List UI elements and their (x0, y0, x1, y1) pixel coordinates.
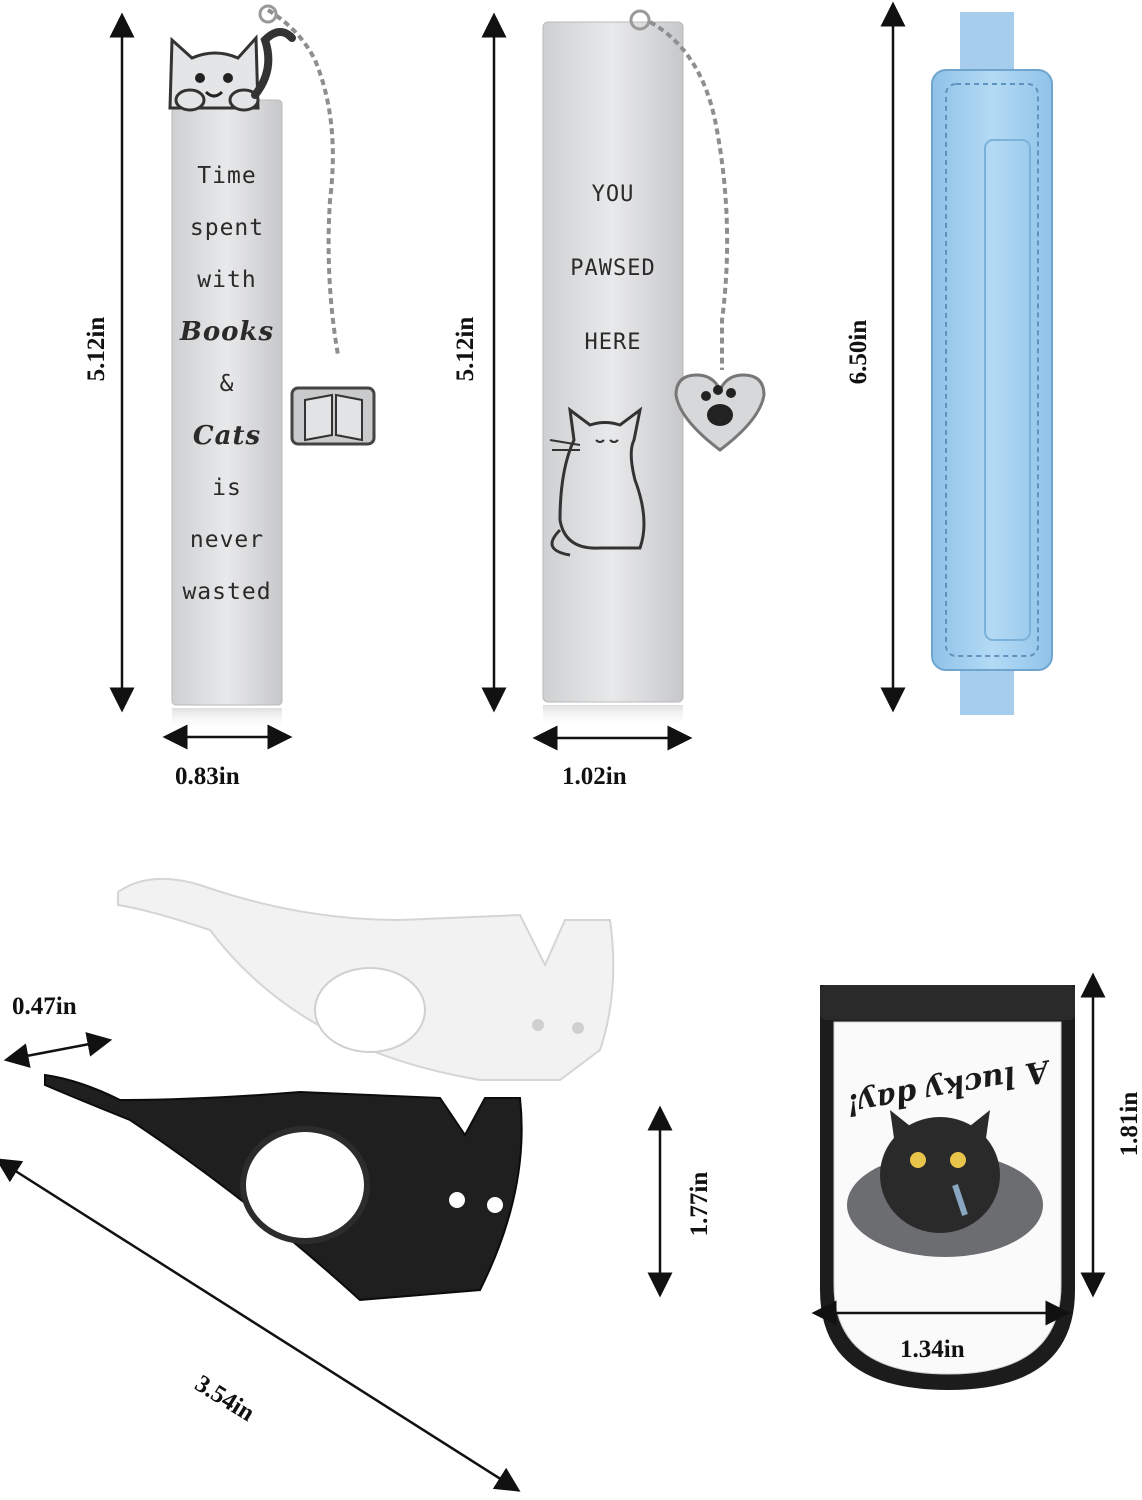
page-holder-white (117, 877, 615, 1081)
bookmark2-text: YOU PAWSED HERE (543, 158, 683, 380)
bookmark1-line: Cats (192, 421, 262, 451)
pen-holder-height-label: 6.50in (845, 319, 872, 385)
page-holder-black (44, 1073, 523, 1302)
pen-holder (931, 12, 1053, 715)
bookmark1-height-label: 5.12in (83, 316, 110, 382)
bookmark2-line: HERE (584, 330, 642, 355)
bookmark1-line: with (197, 267, 257, 293)
bookmark-cats-books (168, 4, 376, 730)
bookmark1-line: wasted (182, 579, 272, 605)
cat-head-icon (168, 28, 296, 112)
black-cat-icon (847, 1110, 1043, 1257)
bookmark1-line: spent (189, 215, 265, 241)
magnetic-bookmark (820, 985, 1075, 1390)
bookmark1-text: Time spent with Books & Cats is never wa… (172, 150, 282, 618)
bookmark1-line: & (219, 371, 235, 397)
dimension-arrows (0, 1, 1106, 1492)
magnetic-bookmark-width-label: 1.34in (900, 1336, 965, 1363)
cat-sitting-icon (549, 406, 646, 557)
magnetic-bookmark-height-label: 1.81in (1116, 1091, 1142, 1157)
bookmark2-height-label: 5.12in (452, 316, 479, 382)
page-holder-thickness-label: 0.47in (12, 993, 77, 1020)
page-holder-height-label: 1.77in (686, 1171, 713, 1237)
bookmark1-width-label: 0.83in (175, 763, 240, 790)
bookmark1-line: Time (197, 163, 257, 189)
bookmark-pawsed-here (542, 9, 766, 727)
bookmark2-width-label: 1.02in (562, 763, 627, 790)
bookmark1-line: Books (179, 317, 275, 347)
book-charm-icon (290, 386, 376, 446)
paw-heart-charm-icon (674, 373, 766, 452)
bookmark2-line: PAWSED (570, 256, 656, 281)
bookmark2-line: YOU (591, 182, 635, 207)
bookmark1-line: is never (189, 475, 265, 553)
